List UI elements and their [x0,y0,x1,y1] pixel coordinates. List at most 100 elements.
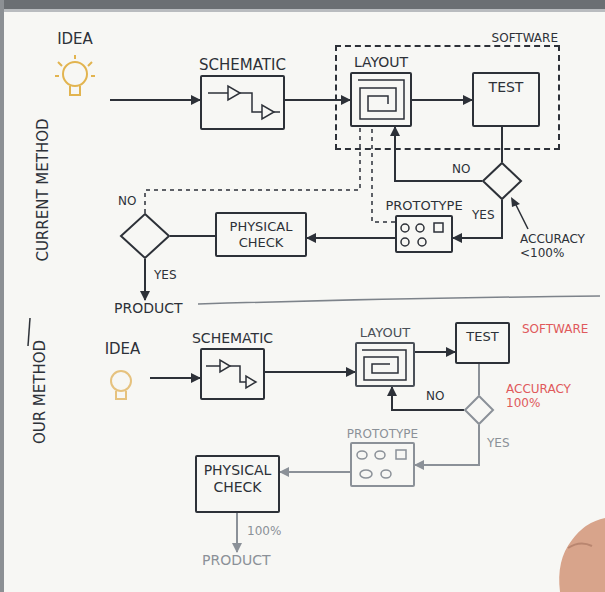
diamond-outline [464,395,494,425]
board-frame [0,0,4,592]
part-dot [401,224,409,232]
box-heading: PROTOTYPE [347,427,418,441]
flow-arrow [110,99,200,101]
section-divider [28,318,30,346]
flow-arrow [280,471,350,473]
buffer-symbol [246,376,256,388]
bulb-base [70,86,80,95]
schematic-box: SCHEMATIC [200,75,285,130]
leader-line [515,203,528,229]
buffer-symbol [262,105,274,119]
box-text: TEST [474,74,538,101]
part-dot [401,238,409,246]
decision-diamond [482,162,522,200]
flow-arrow [392,387,464,410]
section-divider [198,296,600,304]
wire [274,111,280,113]
terminal-text: PRODUCT [200,552,273,569]
box-heading: SCHEMATIC [199,56,286,74]
idea-node: IDEA [95,340,150,410]
flow-arrow [170,235,215,237]
note-text: ACCURACY 100% [506,382,580,411]
board-parts [401,223,443,246]
part-dot [416,224,424,232]
wire [240,93,262,112]
part-dot [357,451,367,459]
buffer-symbol [220,360,230,372]
flow-arrow [415,425,479,465]
flow-arrow [501,127,503,162]
box-heading: LAYOUT [354,54,408,71]
buffer-symbol [228,86,240,100]
schematic-box: SCHEMATIC [200,348,265,400]
process-box: PHYSICAL CHECK [195,455,280,513]
diamond-shape [465,396,493,424]
diamond-outline [120,213,170,259]
box-text: PHYSICAL CHECK [197,457,278,501]
leader-arrowhead [511,197,520,207]
region-heading: SOFTWARE [492,31,558,45]
diamond-outline [482,162,522,200]
flow-arrow [285,99,350,101]
product-terminal: PRODUCT [200,552,273,569]
box-text: TEST [457,324,508,350]
layout-traces [358,80,404,119]
layout-box: LAYOUT [355,342,415,387]
wire [230,366,246,382]
board-frame [0,9,605,12]
board-parts [357,450,406,478]
layout-traces [362,350,406,380]
terminal-text: PRODUCT [112,300,185,317]
box-heading: PROTOTYPE [385,198,462,214]
lightbulb-icon [55,55,95,95]
schematic-symbols [208,86,280,119]
part-dot [381,470,391,478]
bulb-rays [55,55,95,76]
edge-label: NO [450,162,472,176]
edge-label: NO [116,194,138,208]
note-text: ACCURACY <100% [520,232,594,261]
flow-arrow [478,364,480,395]
part-square [434,223,443,232]
section-title: CURRENT METHOD [33,118,51,261]
schematic-symbols [206,360,256,388]
edge-label: NO [424,389,446,403]
test-box: TEST [455,322,510,364]
idea-node: IDEA [40,30,110,108]
dashed-connector [145,127,360,213]
test-box: TEST [472,72,540,127]
flow-arrow [144,259,146,300]
edge-label: YES [485,436,512,450]
hand-photo [568,543,592,548]
bulb-base [116,391,126,399]
product-terminal: PRODUCT [112,300,185,317]
edge-label: 100% [245,524,283,538]
decision-diamond [464,395,494,425]
edge-label: YES [470,208,497,222]
wire [208,92,228,94]
flow-arrow [412,99,472,101]
bulb-glass [111,371,131,391]
decision-diamond [120,213,170,259]
wire [206,365,220,367]
hand-photo [559,518,605,592]
process-box: PHYSICAL CHECK [215,212,307,257]
part-dot [418,238,426,246]
bulb-glass [63,62,87,86]
note-text: SOFTWARE [522,322,588,336]
idea-text: IDEA [40,30,110,48]
box-heading: LAYOUT [360,325,410,341]
layout-box: LAYOUT [350,72,412,127]
part-dot [375,451,385,459]
part-square [396,450,406,459]
prototype-box: PROTOTYPE [350,442,415,487]
flow-arrow [415,351,455,353]
box-text: PHYSICAL CHECK [217,214,305,255]
board-frame [0,0,605,9]
diamond-shape [121,214,169,258]
lightbulb-icon [111,371,131,399]
flow-arrow [395,127,482,181]
flow-arrow [265,371,355,373]
flow-arrow [236,513,238,552]
